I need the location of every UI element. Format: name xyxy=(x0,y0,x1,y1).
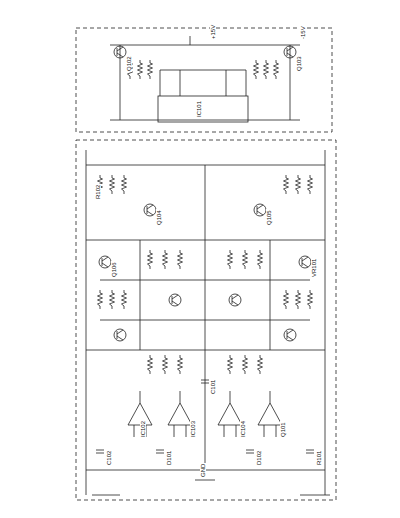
transistor-symbol xyxy=(114,46,126,58)
capacitor-symbol xyxy=(96,450,104,453)
component-label: IC101 xyxy=(196,100,202,118)
resistor-symbol xyxy=(308,290,313,309)
component-label: VR101 xyxy=(311,258,317,278)
capacitor-symbol xyxy=(156,450,164,453)
upper-frame xyxy=(76,28,332,132)
resistor-symbol xyxy=(274,60,279,79)
transistor-leads xyxy=(117,47,123,57)
resistor-symbol xyxy=(122,175,127,194)
resistor-symbol xyxy=(308,175,313,194)
transistor-leads xyxy=(147,205,153,215)
resistor-symbol xyxy=(163,250,168,269)
resistor-symbol xyxy=(163,355,168,374)
transistor-symbol xyxy=(254,204,266,216)
resistor-symbol xyxy=(243,250,248,269)
transistor-leads xyxy=(102,257,108,267)
transistor-leads xyxy=(287,330,293,340)
component-label: R102 xyxy=(95,184,101,200)
ic-wires xyxy=(160,70,246,96)
component-label: IC103 xyxy=(190,420,196,438)
opamp-symbol xyxy=(168,403,192,425)
component-label: Q106 xyxy=(111,261,117,278)
component-label: Q101 xyxy=(280,421,286,438)
transistor-leads xyxy=(232,295,238,305)
component-label: IC104 xyxy=(240,420,246,438)
component-label: Q105 xyxy=(266,209,272,226)
resistor-symbol xyxy=(296,175,301,194)
component-label: C101 xyxy=(210,379,216,395)
capacitor-symbol xyxy=(306,450,314,453)
opamp-leads xyxy=(174,391,186,437)
opamp-symbol xyxy=(218,403,242,425)
transistor-leads xyxy=(287,47,293,57)
resistor-symbol xyxy=(122,290,127,309)
upper-wires xyxy=(110,36,300,120)
resistor-symbol xyxy=(258,250,263,269)
transistor-leads xyxy=(117,330,123,340)
resistor-symbol xyxy=(258,355,263,374)
transistor-leads xyxy=(172,295,178,305)
component-label: +15V xyxy=(210,24,216,40)
component-label: R101 xyxy=(316,450,322,466)
opamp-leads xyxy=(264,391,276,437)
transistor-symbol xyxy=(299,256,311,268)
lower-frame xyxy=(76,140,336,500)
transistor-symbol xyxy=(144,204,156,216)
opamp-leads xyxy=(224,391,236,437)
resistor-symbol xyxy=(284,290,289,309)
transistor-symbol xyxy=(229,294,241,306)
resistor-symbol xyxy=(148,60,153,79)
component-label: Q104 xyxy=(156,209,162,226)
component-label: D102 xyxy=(256,450,262,466)
component-label: Q102 xyxy=(126,55,132,72)
transistor-leads xyxy=(257,205,263,215)
capacitor-symbol xyxy=(201,380,209,383)
component-label: D101 xyxy=(166,450,172,466)
resistor-symbol xyxy=(110,175,115,194)
resistor-symbol xyxy=(284,175,289,194)
resistor-symbol xyxy=(264,60,269,79)
resistor-symbol xyxy=(254,60,259,79)
resistor-symbol xyxy=(138,60,143,79)
component-label: Q103 xyxy=(296,55,302,72)
capacitor-symbol xyxy=(246,450,254,453)
component-label: GND xyxy=(200,463,206,478)
resistor-symbol xyxy=(148,355,153,374)
component-label: C102 xyxy=(106,450,112,466)
resistor-symbol xyxy=(228,250,233,269)
transistor-leads xyxy=(302,257,308,267)
resistor-symbol xyxy=(228,355,233,374)
transistor-symbol xyxy=(284,46,296,58)
transistor-symbol xyxy=(284,329,296,341)
transistor-symbol xyxy=(169,294,181,306)
resistor-symbol xyxy=(110,290,115,309)
lower-wires xyxy=(86,150,325,495)
resistor-symbol xyxy=(296,290,301,309)
resistor-symbol xyxy=(178,250,183,269)
resistor-symbol xyxy=(148,250,153,269)
ic-box xyxy=(158,96,248,122)
terminal-wires xyxy=(92,480,330,495)
component-label: IC102 xyxy=(140,420,146,438)
transistor-symbol xyxy=(114,329,126,341)
component-label: -15V xyxy=(300,25,306,40)
transistor-symbol xyxy=(99,256,111,268)
resistor-symbol xyxy=(243,355,248,374)
opamp-symbol xyxy=(258,403,282,425)
opamp-leads xyxy=(134,391,146,437)
resistor-symbol xyxy=(178,355,183,374)
resistor-symbol xyxy=(98,290,103,309)
